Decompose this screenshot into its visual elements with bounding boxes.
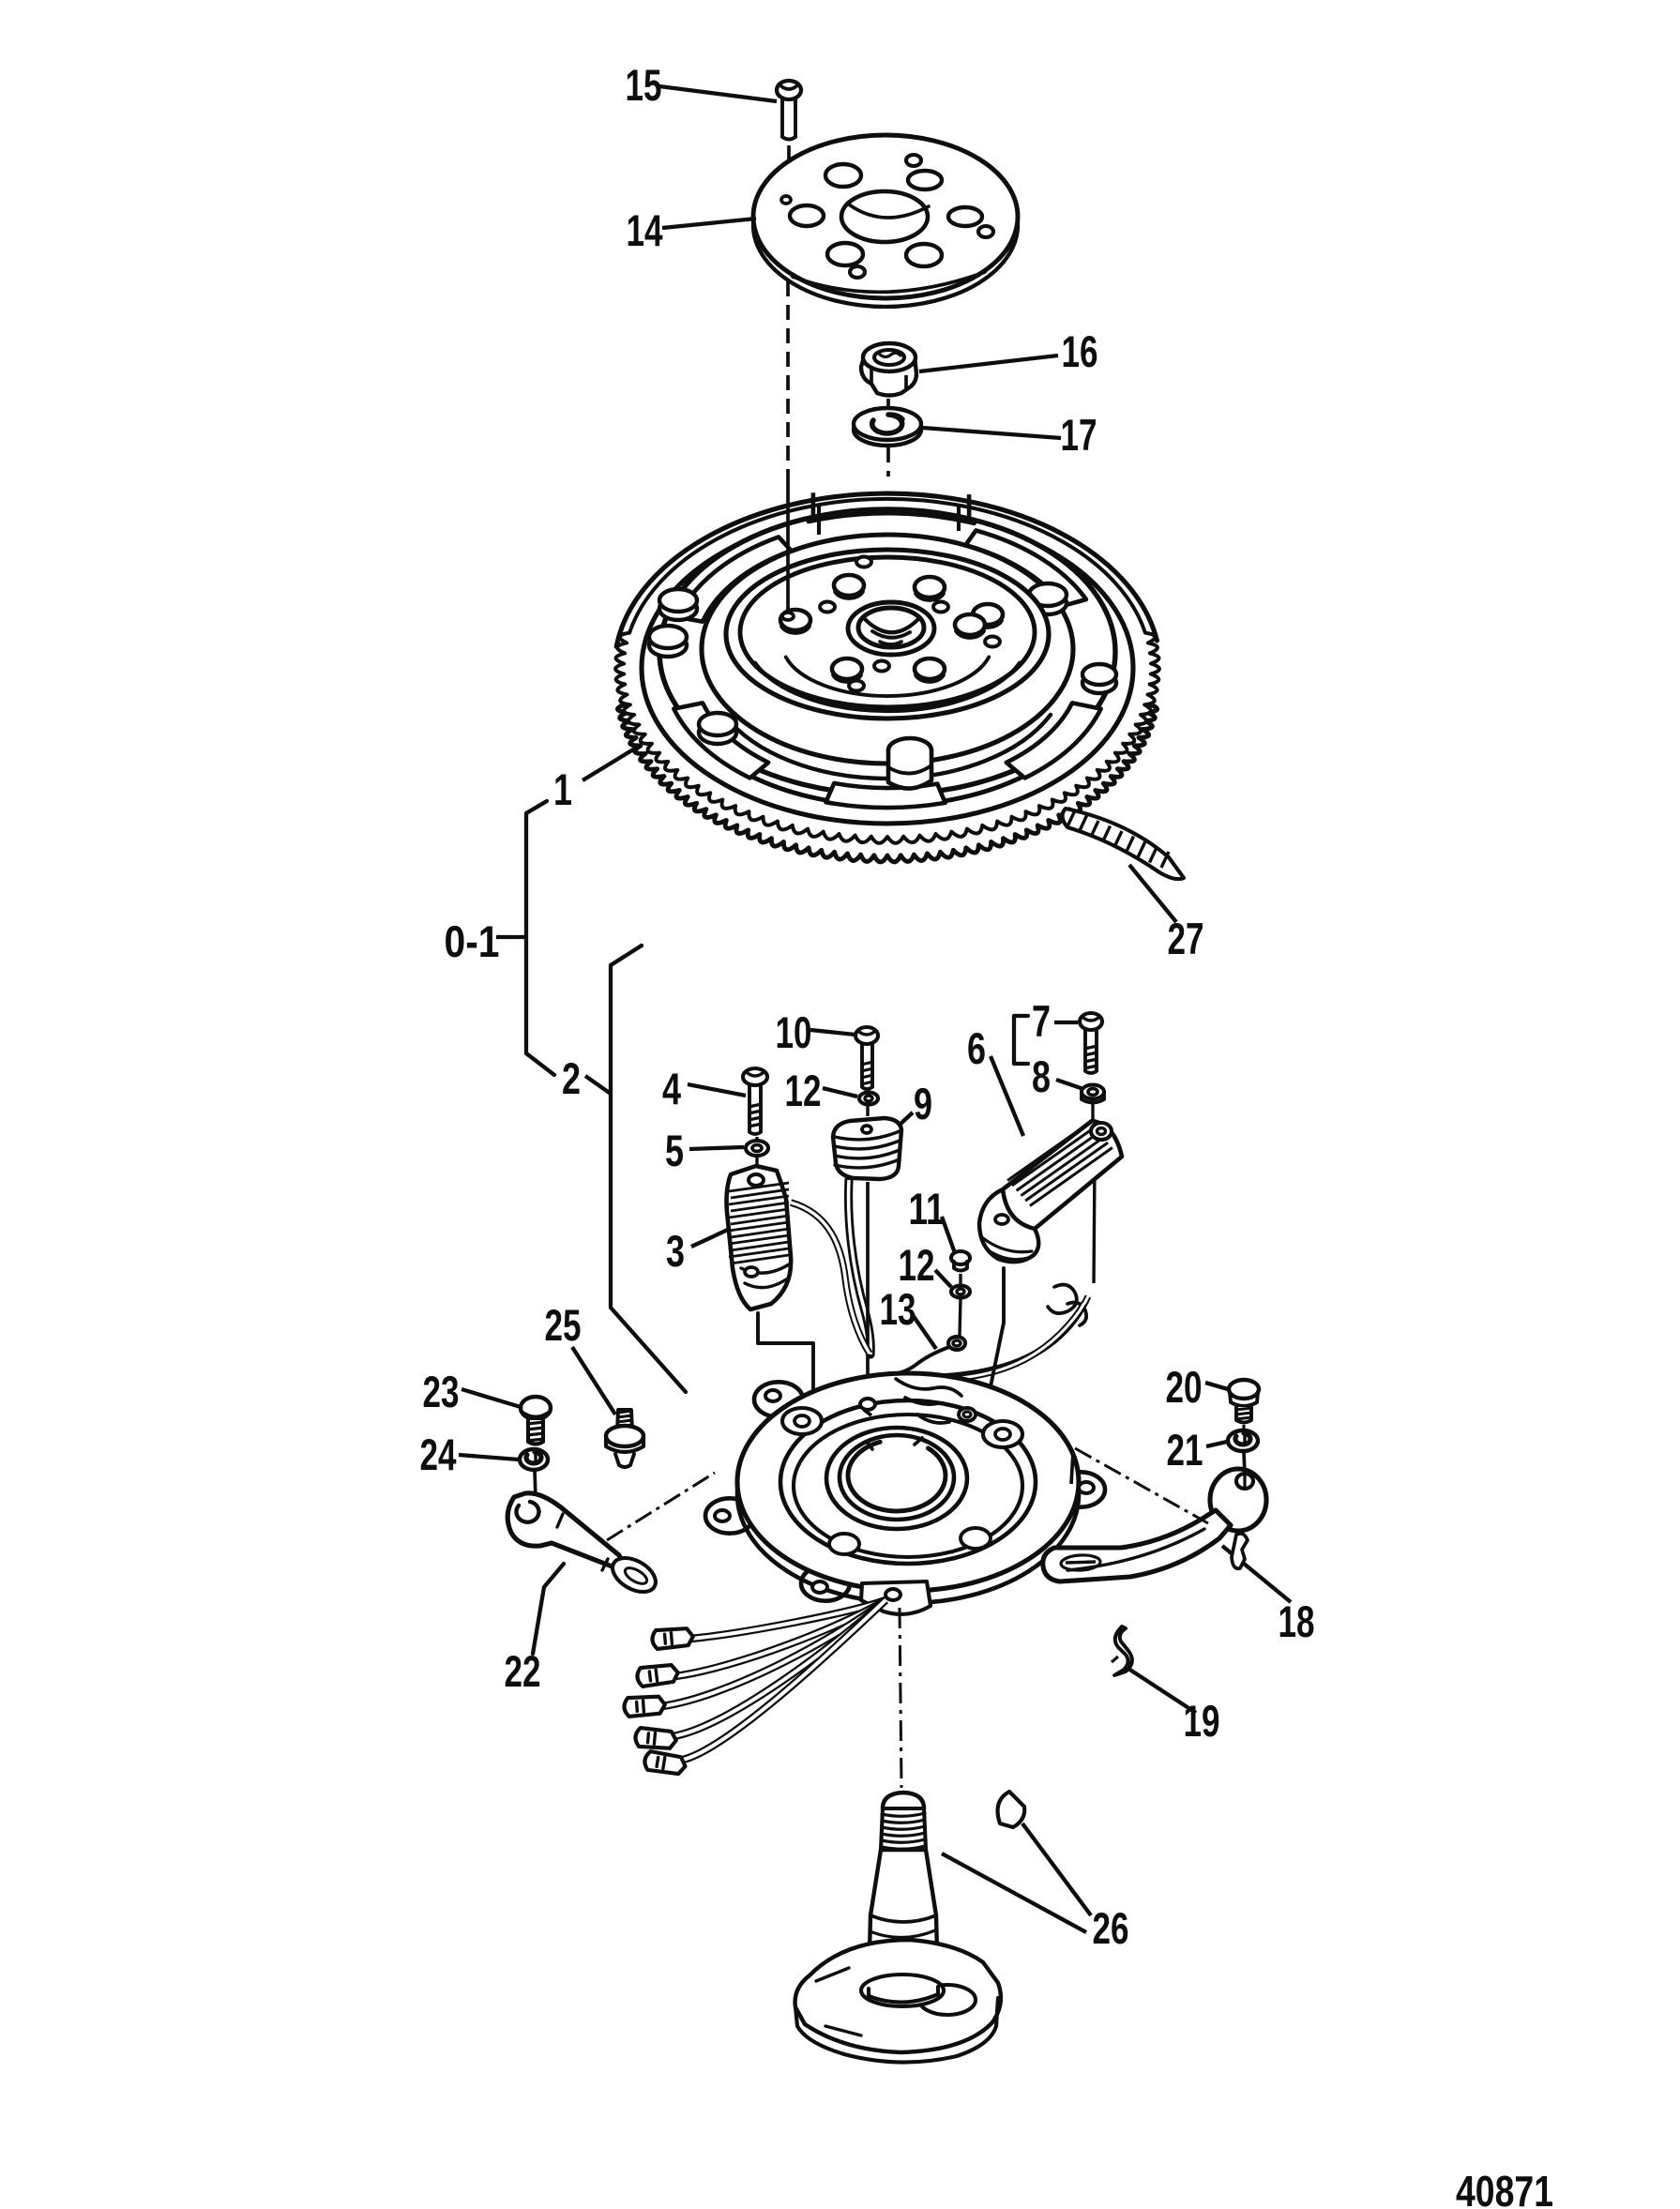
svg-text:10: 10 [776,1007,812,1057]
svg-text:1: 1 [553,764,572,814]
svg-text:11: 11 [909,1184,946,1233]
svg-text:6: 6 [967,1023,986,1073]
svg-text:8: 8 [1032,1052,1051,1101]
svg-text:12: 12 [899,1240,935,1290]
svg-text:16: 16 [1062,326,1098,376]
svg-text:3: 3 [666,1226,685,1276]
svg-text:18: 18 [1279,1596,1315,1646]
svg-text:19: 19 [1184,1696,1220,1746]
svg-text:40871: 40871 [1456,2167,1553,2209]
svg-text:2: 2 [562,1053,581,1103]
svg-text:14: 14 [627,205,663,255]
svg-text:5: 5 [665,1126,684,1175]
svg-text:27: 27 [1168,914,1204,963]
svg-text:15: 15 [626,60,662,110]
svg-text:7: 7 [1032,996,1051,1046]
svg-text:23: 23 [423,1367,460,1416]
svg-text:20: 20 [1166,1362,1203,1412]
svg-text:26: 26 [1093,1903,1129,1953]
svg-text:24: 24 [420,1430,457,1479]
svg-text:25: 25 [545,1300,582,1350]
svg-text:4: 4 [662,1064,681,1113]
svg-text:9: 9 [914,1079,932,1128]
svg-text:0-1: 0-1 [445,916,500,966]
svg-text:13: 13 [880,1284,916,1334]
svg-text:22: 22 [505,1646,541,1696]
svg-text:21: 21 [1167,1425,1203,1475]
svg-text:17: 17 [1061,410,1097,460]
svg-text:12: 12 [785,1066,822,1115]
